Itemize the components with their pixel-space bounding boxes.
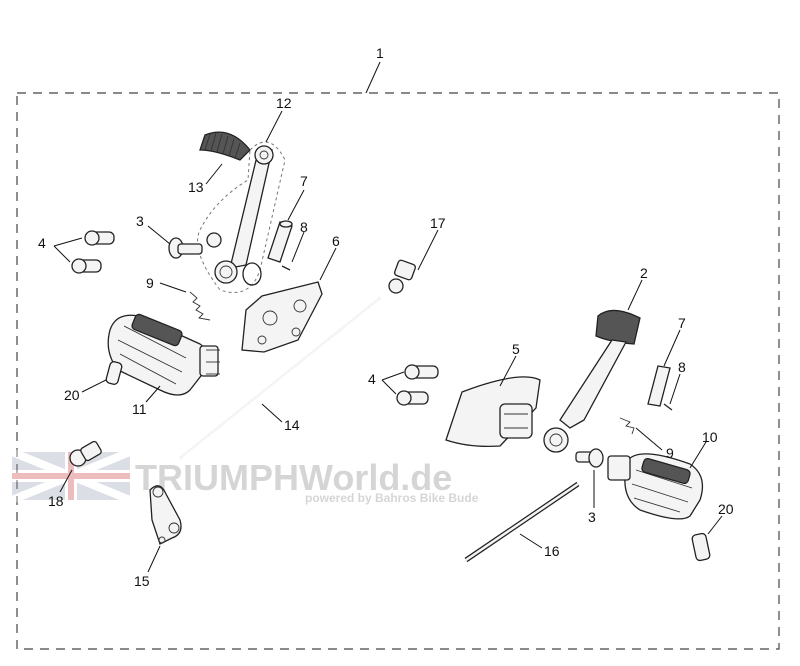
watermark: TRIUMPHWorld.de powered by Bahros Bike B…	[10, 448, 479, 505]
callout-11: 11	[132, 401, 147, 417]
leader-lines	[53, 61, 723, 573]
part-7-pin-right	[647, 365, 671, 407]
callout-18: 18	[48, 493, 64, 509]
part-8-clip-left	[281, 265, 291, 271]
part-18-rod-end-lower	[69, 440, 102, 467]
part-12-gear-lever	[197, 141, 286, 293]
part-7-pin-left	[267, 220, 293, 263]
callout-20-right: 20	[718, 501, 734, 517]
part-4-bolts-left	[71, 230, 115, 274]
callout-9-right: 9	[666, 445, 674, 461]
part-4-bolts-right	[396, 364, 439, 406]
part-9-spring-right	[619, 417, 635, 435]
part-17-rod-end	[388, 259, 416, 294]
part-11-footrest-left	[107, 313, 220, 396]
callout-10: 10	[702, 429, 718, 445]
callout-8-left: 8	[300, 219, 308, 235]
callout-4-right: 4	[368, 371, 376, 387]
part-20-rubber-stop-left	[105, 361, 123, 385]
part-16-brake-rod	[464, 481, 580, 563]
watermark-tagline: powered by Bahros Bike Bude	[305, 491, 479, 505]
callout-14: 14	[284, 417, 300, 433]
callout-13: 13	[188, 179, 204, 195]
part-9-spring-left	[189, 291, 211, 321]
callout-9-left: 9	[146, 275, 154, 291]
callout-20-left: 20	[64, 387, 80, 403]
callout-17: 17	[430, 215, 446, 231]
callout-16: 16	[544, 543, 560, 559]
callout-3-right: 3	[588, 509, 596, 525]
part-13-gear-peg-rubber	[199, 131, 251, 161]
callout-1: 1	[376, 45, 384, 61]
part-5-mounting-plate-right	[445, 376, 541, 448]
callout-labels: 1 12 13 7 8 3 4 6 17 9 2 7 8 5 4 20 11 1…	[38, 45, 734, 589]
callout-15: 15	[134, 573, 150, 589]
part-8-clip-right	[663, 403, 673, 411]
callout-7-left: 7	[300, 173, 308, 189]
callout-6: 6	[332, 233, 340, 249]
callout-3-left: 3	[136, 213, 144, 229]
part-20-rubber-stop-right	[691, 532, 711, 562]
union-flag-logo	[10, 448, 132, 504]
part-3-washer-right	[575, 448, 604, 468]
callout-8-right: 8	[678, 359, 686, 375]
part-15-selector-arm	[149, 485, 182, 545]
part-10-footrest-right	[607, 453, 704, 520]
part-6-mounting-plate-left	[241, 281, 323, 353]
part-14-gear-link-rod	[179, 297, 381, 459]
callout-7-right: 7	[678, 315, 686, 331]
callout-2: 2	[640, 265, 648, 281]
watermark-brand: TRIUMPHWorld.de	[135, 457, 452, 498]
callout-12: 12	[276, 95, 292, 111]
part-2-brake-lever	[543, 309, 641, 453]
part-3-pivot-bolt-left	[168, 237, 203, 259]
kit-frame	[16, 92, 780, 650]
callout-5: 5	[512, 341, 520, 357]
callout-4-left: 4	[38, 235, 46, 251]
